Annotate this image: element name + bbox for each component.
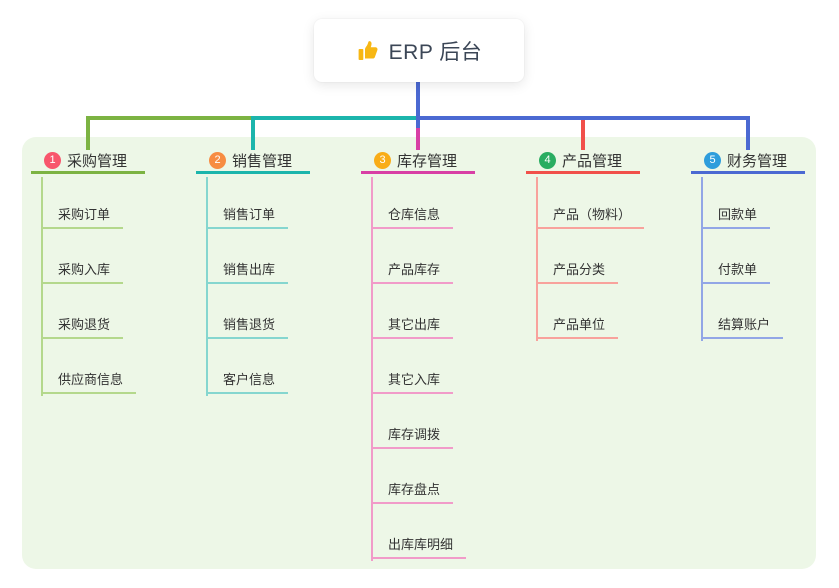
branch-node-label: 财务管理: [727, 153, 788, 170]
child-node[interactable]: 库存盘点: [371, 478, 454, 504]
connector-bus-left: [86, 116, 255, 120]
child-node[interactable]: 产品库存: [371, 258, 454, 284]
connector-trunk-branch-1: [41, 177, 43, 396]
child-node[interactable]: 采购订单: [41, 203, 124, 229]
thumbs-up-icon: [356, 39, 380, 63]
branch-index-badge: 3: [374, 152, 391, 169]
child-node[interactable]: 回款单: [701, 203, 771, 229]
branches-panel: [22, 137, 816, 569]
child-node[interactable]: 其它入库: [371, 368, 454, 394]
branch-node-3[interactable]: 3 库存管理: [361, 150, 475, 174]
branch-index-badge: 2: [209, 152, 226, 169]
branch-node-4[interactable]: 4 产品管理: [526, 150, 640, 174]
connector-bus-right: [416, 116, 750, 120]
child-node[interactable]: 出库库明细: [371, 533, 467, 559]
connector-trunk-branch-3: [371, 177, 373, 561]
branch-node-5[interactable]: 5 财务管理: [691, 150, 805, 174]
connector-drop-branch-1: [86, 116, 90, 150]
branch-node-label: 库存管理: [397, 153, 458, 170]
child-node[interactable]: 付款单: [701, 258, 771, 284]
root-node[interactable]: ERP 后台: [314, 19, 524, 82]
child-node[interactable]: 仓库信息: [371, 203, 454, 229]
child-node[interactable]: 客户信息: [206, 368, 289, 394]
root-node-label: ERP 后台: [388, 40, 483, 64]
branch-node-label: 产品管理: [562, 153, 623, 170]
connector-trunk-branch-2: [206, 177, 208, 396]
child-node[interactable]: 销售订单: [206, 203, 289, 229]
connector-trunk-branch-5: [701, 177, 703, 341]
branch-node-label: 销售管理: [232, 153, 293, 170]
child-node[interactable]: 销售出库: [206, 258, 289, 284]
connector-root: [416, 82, 420, 128]
branch-node-label: 采购管理: [67, 153, 128, 170]
child-node[interactable]: 结算账户: [701, 313, 784, 339]
child-node[interactable]: 销售退货: [206, 313, 289, 339]
child-node[interactable]: 库存调拨: [371, 423, 454, 449]
branch-node-1[interactable]: 1 采购管理: [31, 150, 145, 174]
child-node[interactable]: 采购退货: [41, 313, 124, 339]
branch-index-badge: 1: [44, 152, 61, 169]
child-node[interactable]: 其它出库: [371, 313, 454, 339]
child-node[interactable]: 供应商信息: [41, 368, 137, 394]
connector-drop-branch-3: [416, 120, 420, 150]
branch-node-2[interactable]: 2 销售管理: [196, 150, 310, 174]
child-node[interactable]: 采购入库: [41, 258, 124, 284]
connector-trunk-branch-4: [536, 177, 538, 341]
branch-index-badge: 4: [539, 152, 556, 169]
connector-bus-middle: [251, 116, 420, 120]
connector-drop-branch-2: [251, 116, 255, 150]
child-node[interactable]: 产品（物料）: [536, 203, 645, 229]
child-node[interactable]: 产品单位: [536, 313, 619, 339]
child-node[interactable]: 产品分类: [536, 258, 619, 284]
branch-index-badge: 5: [704, 152, 721, 169]
connector-drop-branch-5: [746, 116, 750, 150]
connector-drop-branch-4: [581, 120, 585, 150]
